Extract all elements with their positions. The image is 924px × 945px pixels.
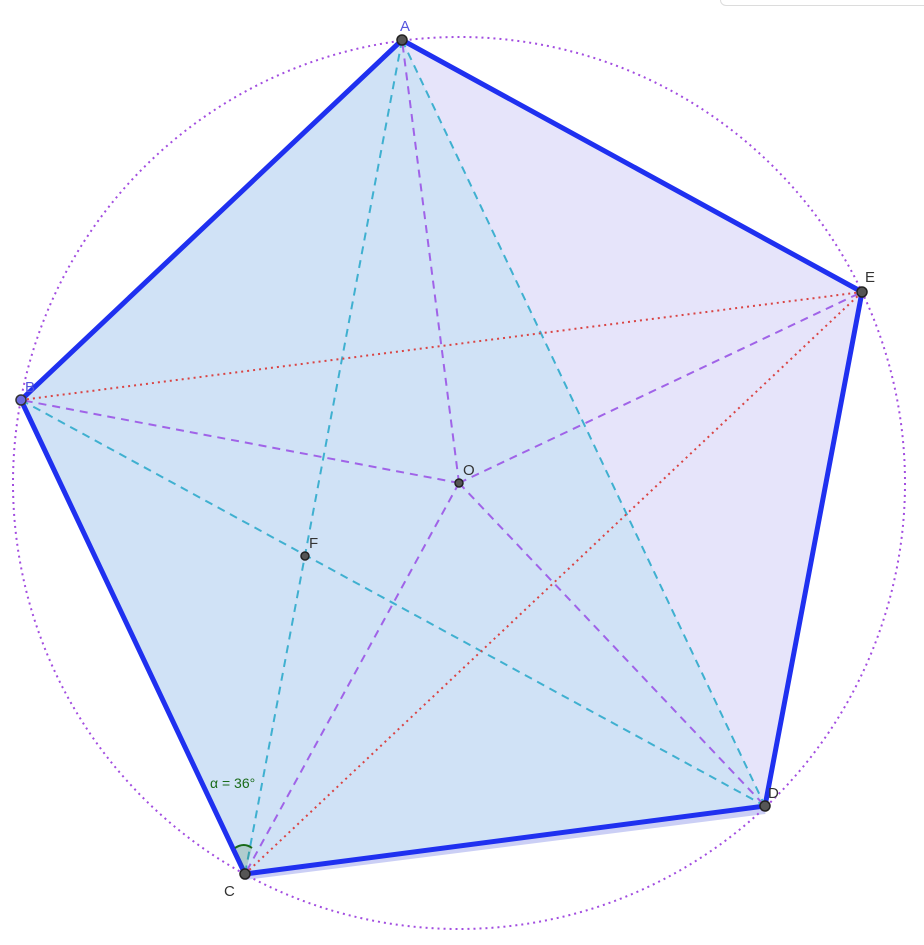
label-f: F (309, 535, 318, 552)
label-e: E (865, 269, 875, 286)
region-fill-blue (21, 40, 765, 874)
pentagon-abcde[interactable] (18, 37, 865, 877)
label-b: B (25, 379, 35, 396)
point-c[interactable] (239, 868, 251, 880)
diagonal-ac (244, 39, 403, 875)
point-b[interactable] (15, 394, 27, 406)
circumcircle (12, 36, 906, 930)
radius-oa (401, 39, 460, 484)
diagonal-ad (401, 39, 766, 807)
radius-oe (458, 291, 863, 484)
angle-wedge-c (236, 845, 252, 874)
label-a: A (400, 18, 410, 35)
radius-oc (244, 482, 460, 875)
label-d: D (768, 785, 779, 802)
label-c: C (224, 883, 235, 900)
radius-ob (20, 399, 460, 484)
diagonal-bd (20, 399, 766, 807)
point-o[interactable] (454, 478, 464, 488)
panel-tab[interactable] (720, 0, 924, 6)
angle-arc-c (234, 844, 253, 849)
point-a[interactable] (396, 34, 408, 46)
radius-od (458, 482, 766, 807)
angle-label-alpha: α = 36° (210, 775, 255, 791)
label-o: O (463, 462, 475, 479)
point-f[interactable] (300, 551, 310, 561)
point-e[interactable] (856, 286, 868, 298)
point-d[interactable] (759, 800, 771, 812)
